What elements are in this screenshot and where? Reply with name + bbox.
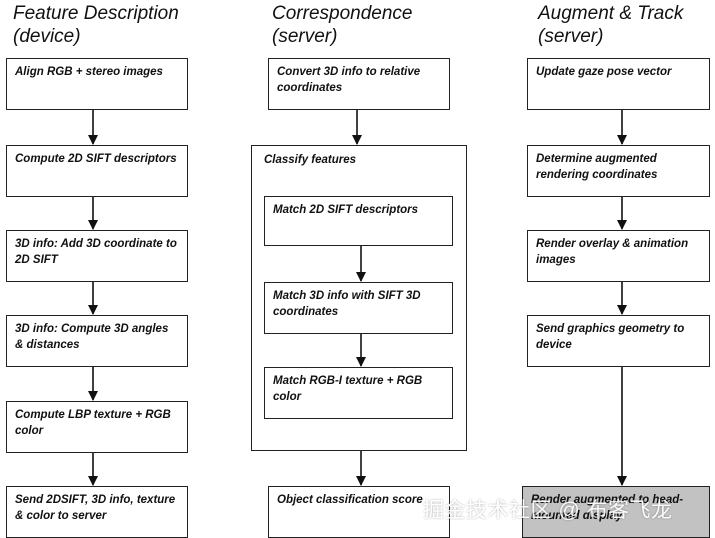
watermark-text: 掘金技术社区 @ 布客飞龙 bbox=[423, 499, 673, 522]
step-determine-augmented-coordinates: Determine augmented rendering coordinate… bbox=[527, 145, 710, 197]
step-update-gaze-pose: Update gaze pose vector bbox=[527, 58, 710, 110]
column-title-feature-description: Feature Description (device) bbox=[13, 3, 179, 47]
classify-features-label: Classify features bbox=[264, 154, 357, 166]
step-match-3d-info: Match 3D info with SIFT 3D coordinates bbox=[264, 282, 453, 334]
step-align-rgb-stereo: Align RGB + stereo images bbox=[6, 58, 188, 110]
step-compute-2d-sift: Compute 2D SIFT descriptors bbox=[6, 145, 188, 197]
step-match-rgb-i-texture: Match RGB-I texture + RGB color bbox=[264, 367, 453, 419]
step-match-2d-sift: Match 2D SIFT descriptors bbox=[264, 196, 453, 246]
column-title-correspondence: Correspondence (server) bbox=[272, 3, 413, 47]
step-send-graphics-geometry: Send graphics geometry to device bbox=[527, 315, 710, 367]
step-compute-3d-angles: 3D info: Compute 3D angles & distances bbox=[6, 315, 188, 367]
step-render-overlay-animation: Render overlay & animation images bbox=[527, 230, 710, 282]
step-add-3d-coordinate: 3D info: Add 3D coordinate to 2D SIFT bbox=[6, 230, 188, 282]
column-title-augment-track: Augment & Track (server) bbox=[538, 3, 684, 47]
step-send-to-server: Send 2DSIFT, 3D info, texture & color to… bbox=[6, 486, 188, 538]
step-compute-lbp-texture: Compute LBP texture + RGB color bbox=[6, 401, 188, 453]
step-convert-3d-info: Convert 3D info to relative coordinates bbox=[268, 58, 450, 110]
step-object-classification-score: Object classification score bbox=[268, 486, 450, 538]
